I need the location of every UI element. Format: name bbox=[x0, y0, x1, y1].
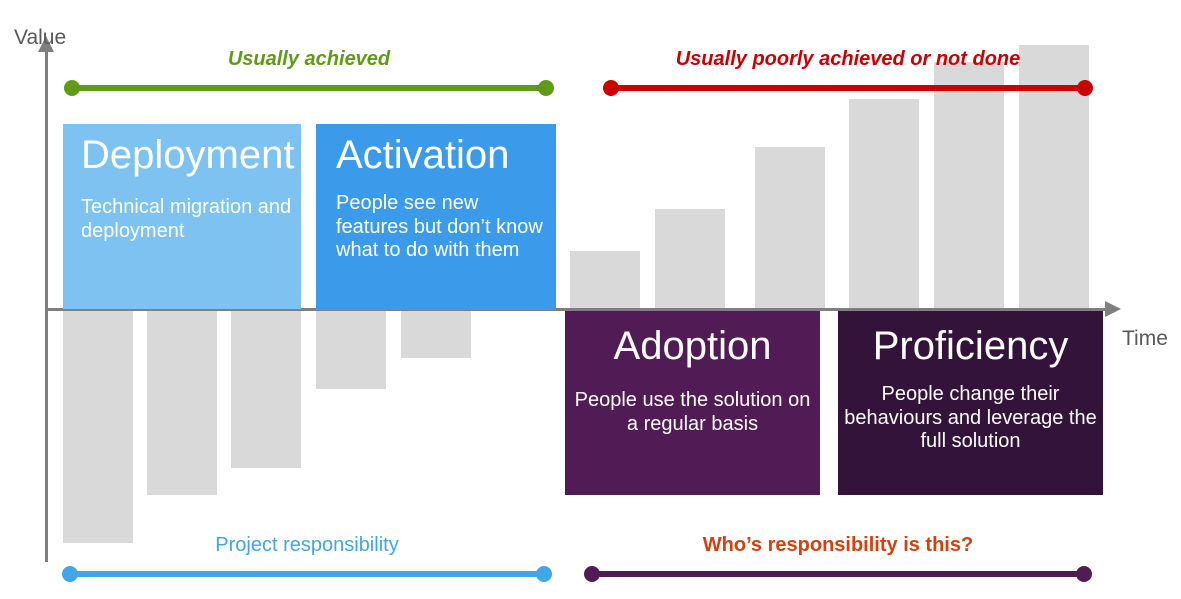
span-label-usually-achieved: Usually achieved bbox=[227, 48, 391, 70]
span-label-project-responsibility: Project responsibility bbox=[215, 534, 399, 556]
bar-negative-4 bbox=[316, 311, 386, 389]
bar-negative-1 bbox=[63, 311, 133, 543]
bar-positive-3 bbox=[655, 209, 725, 308]
bar-positive-4 bbox=[755, 147, 825, 308]
span-dot-right-green bbox=[538, 80, 554, 96]
x-axis-arrow-icon bbox=[1105, 301, 1121, 317]
x-axis-label: Time bbox=[1122, 327, 1168, 350]
span-dot-left-blue bbox=[62, 566, 78, 582]
span-dot-right-blue bbox=[536, 566, 552, 582]
span-dot-right-red bbox=[1077, 80, 1093, 96]
bar-positive-2 bbox=[570, 251, 640, 308]
span-dot-left-green bbox=[64, 80, 80, 96]
span-label-usually-poorly-achieved: Usually poorly achieved or not done bbox=[675, 48, 1021, 70]
stage-title-deployment: Deployment bbox=[81, 133, 295, 177]
stage-title-activation: Activation bbox=[336, 133, 510, 177]
span-line-red bbox=[611, 85, 1085, 91]
span-line-blue bbox=[70, 571, 544, 577]
y-axis-label: Value bbox=[14, 26, 67, 49]
span-dot-left-red bbox=[603, 80, 619, 96]
stage-title-proficiency: Proficiency bbox=[872, 324, 1069, 368]
y-axis-arrow-icon bbox=[38, 36, 54, 52]
span-dot-left-purple bbox=[584, 566, 600, 582]
stage-box-activation[interactable]: Activation People see new features but d… bbox=[316, 124, 556, 310]
stage-description-adoption: People use the solution on a regular bas… bbox=[574, 389, 811, 435]
stage-box-adoption[interactable]: Adoption People use the solution on a re… bbox=[565, 311, 820, 495]
stage-box-deployment[interactable]: Deployment Technical migration and deplo… bbox=[63, 124, 301, 309]
stage-box-proficiency[interactable]: Proficiency People change their behaviou… bbox=[838, 311, 1103, 495]
bar-negative-5 bbox=[401, 311, 471, 358]
bar-negative-3 bbox=[231, 311, 301, 468]
span-dot-right-purple bbox=[1076, 566, 1092, 582]
span-line-green bbox=[72, 85, 546, 91]
span-line-purple bbox=[592, 571, 1084, 577]
stage-description-activation: People see new features but don’t know w… bbox=[336, 192, 543, 262]
span-label-whos-responsibility: Who’s responsibility is this? bbox=[702, 534, 974, 556]
bar-positive-6 bbox=[934, 62, 1004, 308]
stage-title-adoption: Adoption bbox=[613, 324, 772, 368]
x-axis bbox=[45, 308, 1109, 311]
bar-negative-2 bbox=[147, 311, 217, 495]
bar-positive-5 bbox=[849, 99, 919, 308]
stage-description-proficiency: People change their behaviours and lever… bbox=[844, 383, 1097, 453]
y-axis bbox=[45, 50, 48, 562]
stage-description-deployment: Technical migration and deployment bbox=[81, 196, 292, 242]
